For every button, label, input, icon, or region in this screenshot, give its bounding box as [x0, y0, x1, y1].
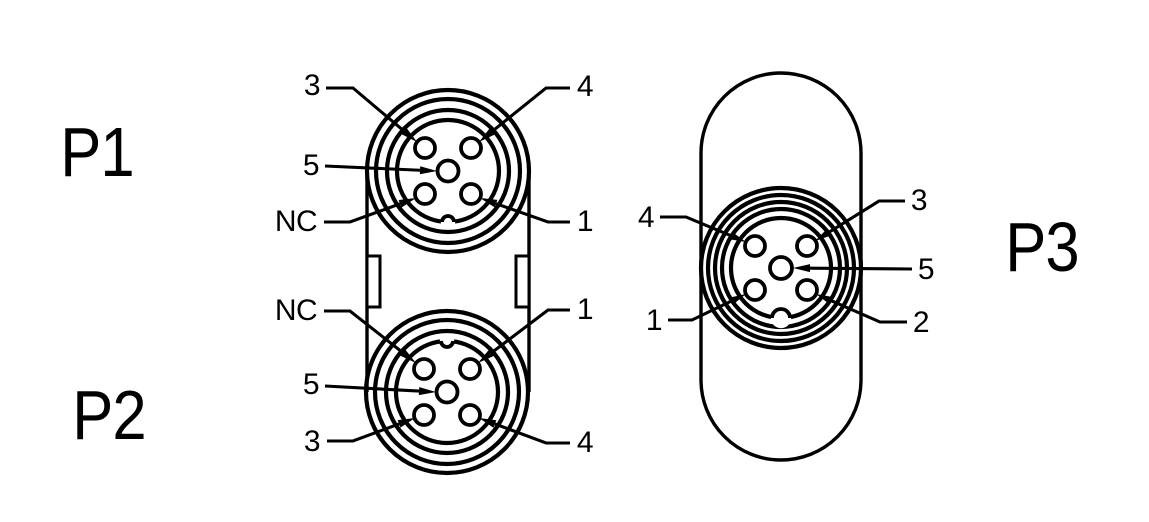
leader-arrowhead [816, 294, 834, 305]
callout-label-p1-nc: NC [274, 205, 318, 238]
p1-keying-notch [440, 214, 456, 223]
leader-arrowhead [728, 294, 746, 305]
leader-arrowhead [815, 228, 832, 241]
callout-label-p1-3: 3 [303, 69, 321, 102]
leader-line [491, 86, 570, 133]
leader-line [828, 199, 905, 234]
p2-ring-1 [372, 317, 522, 467]
leader-p3-1 [668, 294, 746, 322]
leader-line [326, 86, 406, 133]
leader-arrowhead [479, 418, 497, 428]
leader-arrowhead [398, 198, 416, 208]
leader-p2-3 [327, 418, 415, 443]
leader-p1-NC [324, 198, 416, 224]
callout-label-p1-5: 5 [302, 149, 320, 182]
callout-label-p3-4: 4 [637, 201, 655, 234]
leader-line [495, 202, 570, 224]
p3-pin-1 [743, 278, 767, 302]
p2-pin-4 [458, 403, 482, 427]
p2-pin-1 [458, 357, 482, 381]
leader-p2-5 [324, 384, 436, 396]
leader-p3-4 [660, 215, 746, 242]
leader-p3-3 [815, 199, 905, 241]
leader-p2-NC [324, 309, 416, 363]
callout-label-p3-2: 2 [912, 306, 930, 339]
callout-label-p2-nc: NC [274, 294, 318, 327]
p1-pin-1 [459, 182, 483, 206]
leader-arrowhead [401, 127, 417, 142]
leader-arrowhead [728, 231, 746, 242]
p3-pin-3 [795, 234, 819, 258]
leader-p1-4 [479, 86, 570, 142]
callout-label-p1-4: 4 [576, 70, 594, 103]
p1-ring-1 [373, 96, 523, 246]
left-housing-mount-tab [514, 254, 531, 309]
connector-p2 [363, 308, 531, 476]
p2-ring-2 [383, 328, 511, 456]
p1-pin-NC [413, 182, 437, 206]
p1-pin-4 [459, 136, 483, 160]
leader-p1-5 [324, 164, 437, 175]
leader-line [324, 309, 404, 354]
p2-title-label: P2 [72, 376, 146, 454]
p1-pin-5 [435, 158, 461, 184]
leader-p2-1 [478, 308, 570, 363]
leader-arrowhead [793, 264, 811, 273]
leader-line [324, 384, 420, 393]
callout-label-p2-3: 3 [303, 425, 321, 458]
leader-line [324, 202, 401, 224]
p2-ring-0 [363, 308, 531, 476]
leader-arrowhead [480, 198, 498, 208]
p1-title-label: P1 [60, 113, 134, 191]
leader-line [660, 215, 731, 237]
p3-pin-4 [743, 234, 767, 258]
leader-line [490, 308, 570, 354]
leader-line [324, 164, 421, 172]
leader-line [809, 266, 913, 271]
left-housing-mount-tab [365, 254, 382, 309]
p1-ring-2 [384, 107, 512, 235]
leader-line [668, 299, 732, 322]
p3-title-label: P3 [1005, 208, 1079, 286]
leader-p2-4 [479, 418, 570, 445]
p2-pin-NC [412, 357, 436, 381]
leader-line [327, 422, 400, 443]
callout-label-p2-1: 1 [576, 293, 594, 326]
p1-pin-3 [413, 136, 437, 160]
leader-arrowhead [397, 418, 415, 428]
connector-p3 [698, 185, 864, 351]
leader-arrowhead [400, 349, 416, 363]
callout-label-p3-3: 3 [910, 184, 928, 217]
callout-label-p2-5: 5 [302, 368, 320, 401]
callout-label-p3-5: 5 [917, 253, 935, 286]
leader-p3-5 [793, 264, 913, 273]
p3-keying-notch [770, 307, 792, 319]
leader-arrowhead [478, 349, 494, 363]
connector-p1 [364, 87, 532, 255]
leader-line [830, 299, 907, 324]
callout-label-p1-1: 1 [576, 205, 594, 238]
leader-arrowhead [479, 128, 495, 142]
leader-p3-2 [816, 294, 907, 324]
p3-pin-5 [768, 255, 794, 281]
leader-line [494, 422, 570, 445]
leader-arrowhead [419, 166, 437, 175]
p2-pin-3 [412, 403, 436, 427]
p2-keying-notch [439, 340, 455, 349]
p2-pin-5 [434, 379, 460, 405]
leader-p1-3 [326, 86, 417, 142]
callout-label-p2-4: 4 [576, 426, 594, 459]
p3-pin-2 [795, 278, 819, 302]
leader-arrowhead [418, 387, 436, 396]
p1-ring-0 [364, 87, 532, 255]
callout-label-p3-1: 1 [645, 304, 663, 337]
leader-p1-1 [480, 198, 570, 224]
